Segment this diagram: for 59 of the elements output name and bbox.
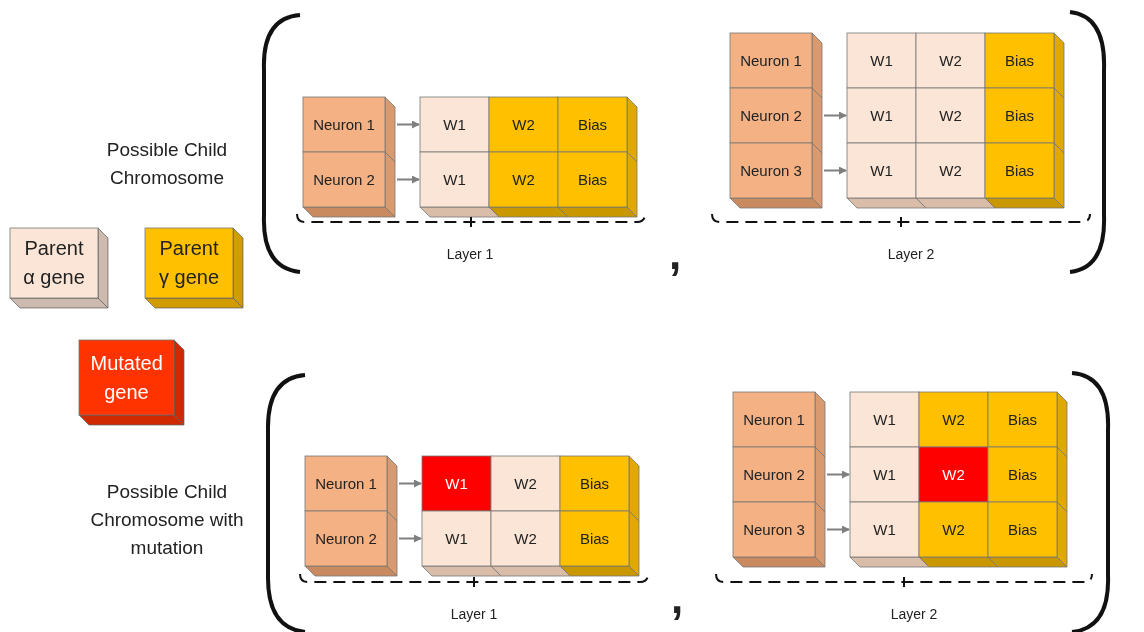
neuron-cell: Neuron 3 (730, 143, 812, 198)
arrow (396, 175, 420, 184)
gene-cell: W2 (919, 392, 988, 447)
gene-cell: Bias (558, 152, 627, 207)
neuron-cell: Neuron 2 (303, 152, 385, 207)
gene-cell: W2 (916, 88, 985, 143)
row-title: Possible Child Chromosome with mutation (89, 480, 245, 560)
legend-label: Parent γ gene (157, 236, 221, 290)
gene-cell: Bias (560, 511, 629, 566)
gene-cell: W2 (916, 143, 985, 198)
gene-cell: W2 (489, 152, 558, 207)
neuron-cell: Neuron 1 (305, 456, 387, 511)
arrow (823, 166, 847, 175)
comma: , (669, 576, 685, 620)
gene-cell: W1 (850, 447, 919, 502)
gene-cell: W1 (847, 143, 916, 198)
gene-cell: Bias (985, 88, 1054, 143)
arrow (398, 479, 422, 488)
layer-label: Layer 1 (449, 605, 499, 623)
gene-cell: W2 (489, 97, 558, 152)
layer-label: Layer 2 (886, 245, 936, 263)
gene-cell: W2 (916, 33, 985, 88)
gene-cell: Bias (988, 447, 1057, 502)
arrow (396, 120, 420, 129)
gene-cell: W1 (850, 502, 919, 557)
gene-cell: W1 (420, 152, 489, 207)
gene-cell: W2 (491, 456, 560, 511)
gene-cell: Bias (985, 33, 1054, 88)
gene-cell: W2 (919, 502, 988, 557)
neuron-cell: Neuron 1 (733, 392, 815, 447)
neuron-cell: Neuron 2 (733, 447, 815, 502)
arrow (823, 111, 847, 120)
legend-label: Parent α gene (22, 236, 86, 290)
gene-cell: Bias (985, 143, 1054, 198)
mutated-gene-cell: W1 (422, 456, 491, 511)
mutated-gene-cell: W2 (919, 447, 988, 502)
neuron-cell: Neuron 2 (730, 88, 812, 143)
gene-cell: Bias (988, 392, 1057, 447)
gene-cell: W1 (850, 392, 919, 447)
arrow (826, 470, 850, 479)
arrow (398, 534, 422, 543)
gene-cell: W1 (422, 511, 491, 566)
layer-label: Layer 1 (445, 245, 495, 263)
neuron-cell: Neuron 2 (305, 511, 387, 566)
arrow (826, 525, 850, 534)
layer-label: Layer 2 (889, 605, 939, 623)
gene-cell: W2 (491, 511, 560, 566)
neuron-cell: Neuron 3 (733, 502, 815, 557)
gene-cell: W1 (847, 88, 916, 143)
gene-cell: Bias (558, 97, 627, 152)
legend-label: Mutated gene (90, 350, 163, 405)
neuron-cell: Neuron 1 (303, 97, 385, 152)
gene-cell: W1 (847, 33, 916, 88)
comma: , (667, 232, 683, 276)
gene-cell: Bias (560, 456, 629, 511)
gene-cell: W1 (420, 97, 489, 152)
neuron-cell: Neuron 1 (730, 33, 812, 88)
gene-cell: Bias (988, 502, 1057, 557)
row-title: Possible Child Chromosome (105, 138, 229, 190)
